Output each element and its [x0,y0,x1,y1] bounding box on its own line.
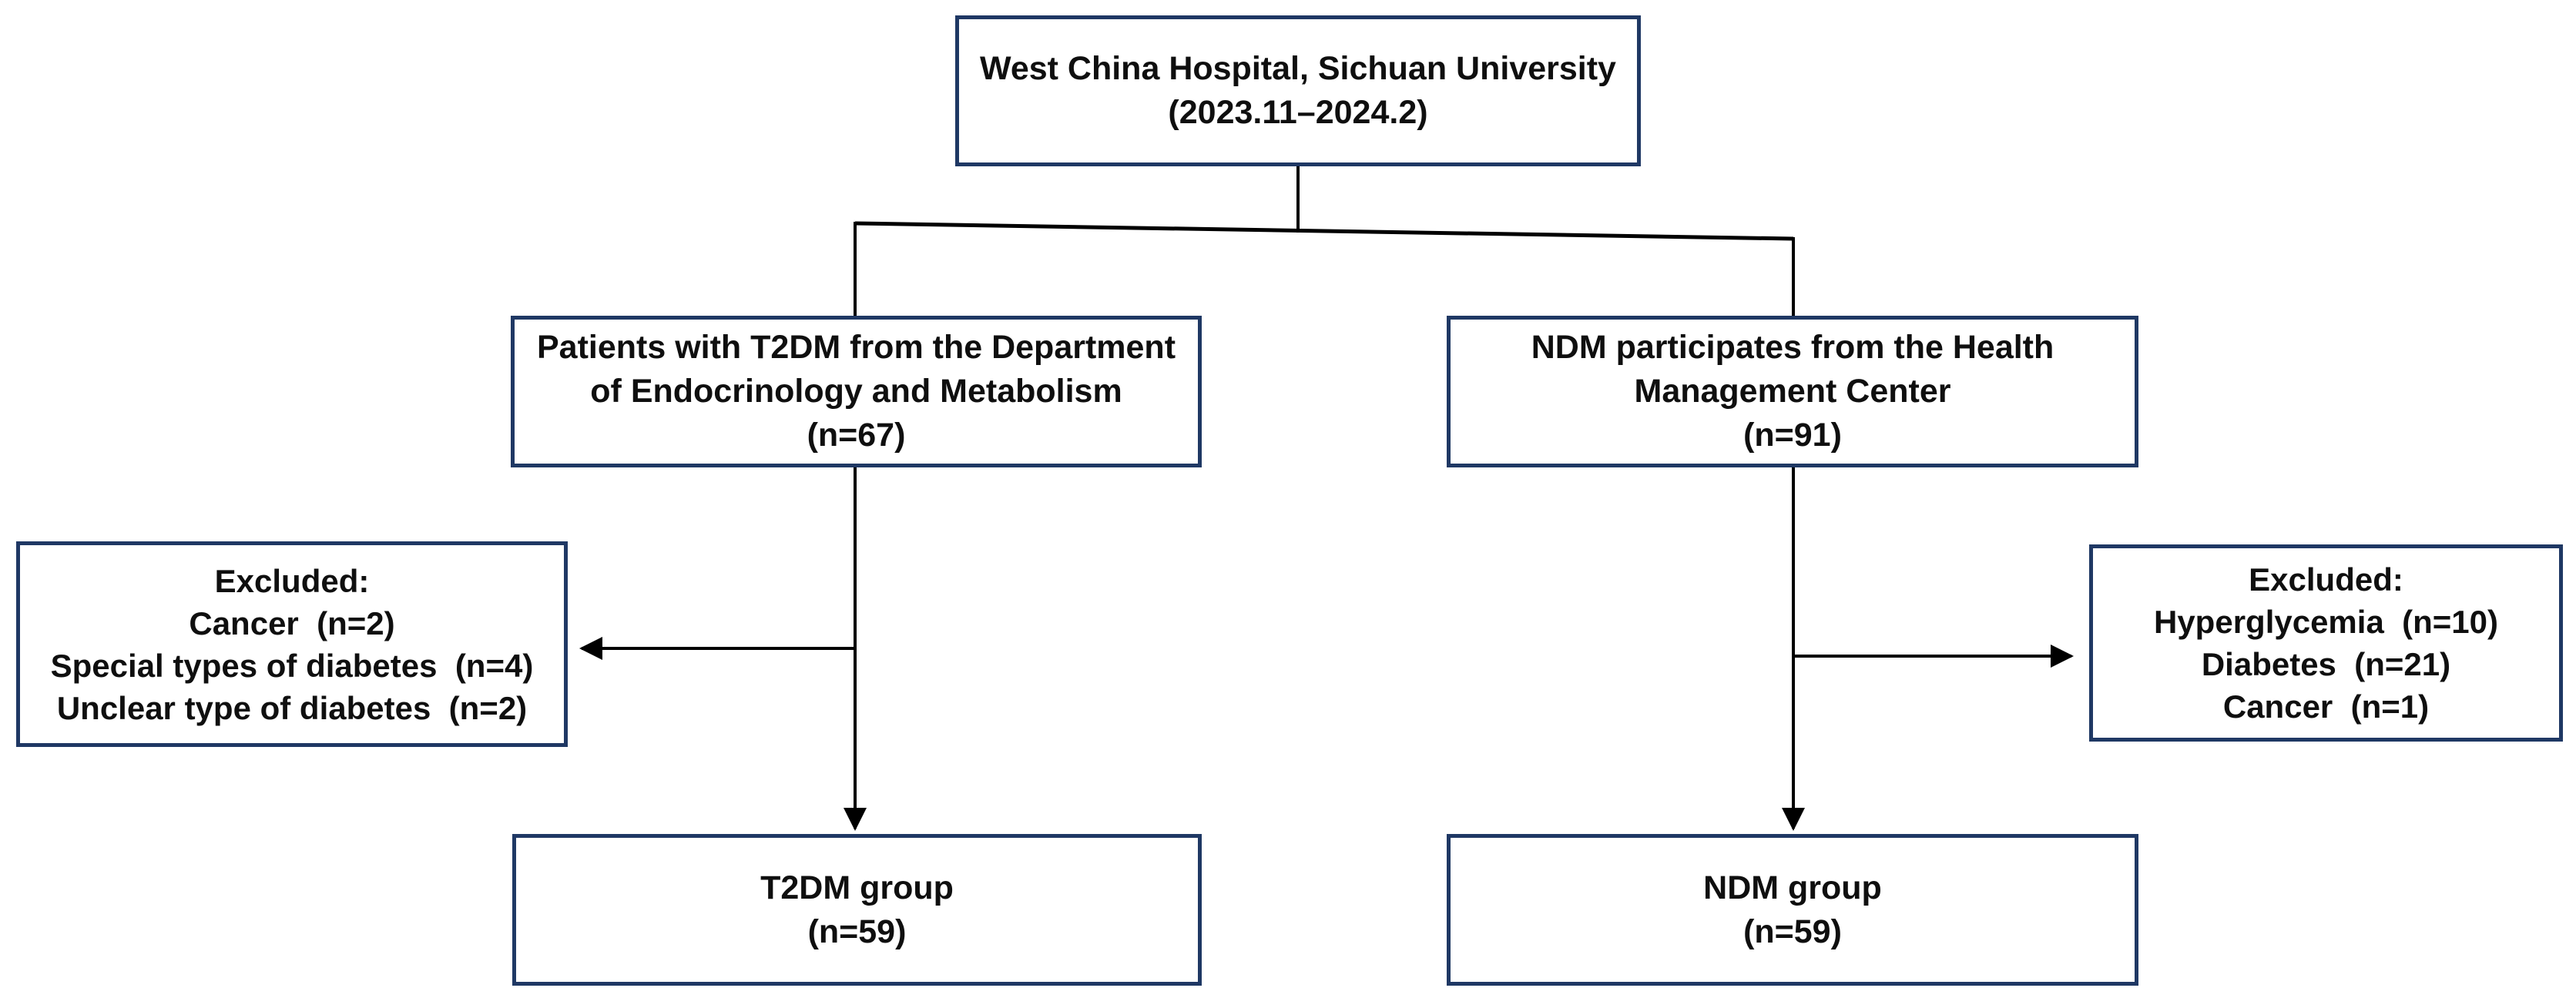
study-source-box: West China Hospital, Sichuan University … [955,15,1641,166]
ndm-excluded-box: Excluded: Hyperglycemia (n=10) Diabetes … [2089,544,2563,742]
t2dm-group-label: T2DM group [760,869,954,906]
study-source-line: West China Hospital, Sichuan University [980,50,1616,87]
excluded-heading: Excluded: [214,562,370,599]
ndm-cohort-line: NDM participates from the Health [1531,329,2054,366]
t2dm-cohort-count: (n=67) [807,417,906,454]
t2dm-excluded-box: Excluded: Cancer (n=2) Special types of … [16,541,568,747]
t2dm-group-count: (n=59) [807,913,907,950]
ndm-group-box: NDM group (n=59) [1447,834,2138,986]
ndm-cohort-count: (n=91) [1743,417,1842,454]
excluded-heading: Excluded: [2249,561,2403,598]
excluded-reason: Diabetes (n=21) [2201,646,2451,682]
excluded-reason: Cancer (n=2) [189,604,395,641]
connector-branch-horizontal [854,221,1794,241]
study-period-line: (2023.11–2024.2) [1168,94,1428,131]
excluded-reason: Hyperglycemia (n=10) [2153,604,2499,640]
ndm-cohort-line: Management Center [1634,373,1951,410]
t2dm-cohort-line: of Endocrinology and Metabolism [590,373,1122,410]
ndm-group-label: NDM group [1703,869,1882,906]
ndm-cohort-box: NDM participates from the Health Managem… [1447,316,2138,467]
excluded-reason: Special types of diabetes (n=4) [50,647,534,684]
t2dm-cohort-line: Patients with T2DM from the Department [536,329,1176,366]
t2dm-cohort-box: Patients with T2DM from the Department o… [511,316,1202,467]
t2dm-group-box: T2DM group (n=59) [512,834,1202,986]
excluded-reason: Cancer (n=1) [2222,688,2430,725]
ndm-group-count: (n=59) [1743,913,1842,950]
excluded-reason: Unclear type of diabetes (n=2) [56,689,528,726]
